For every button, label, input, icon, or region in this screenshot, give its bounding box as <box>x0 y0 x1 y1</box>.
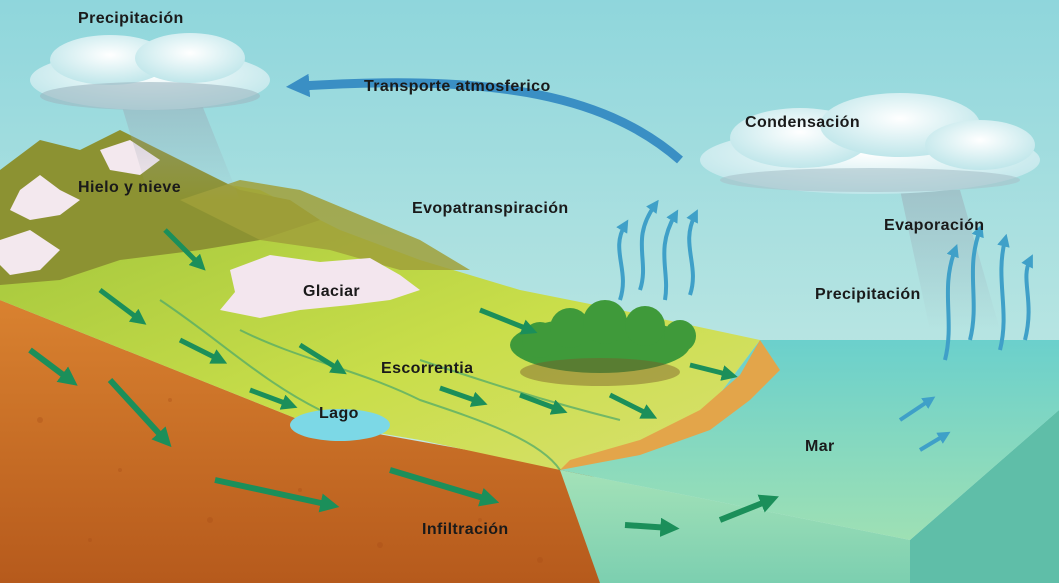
label-infiltracion: Infiltración <box>422 521 509 539</box>
label-precipitacion-right: Precipitación <box>815 286 921 304</box>
label-glaciar: Glaciar <box>303 283 360 301</box>
label-transporte-atmosferico: Transporte atmosferico <box>364 78 551 96</box>
cloud-left <box>30 33 270 110</box>
label-evopatranspiracion: Evopatranspiración <box>412 200 569 218</box>
label-lago: Lago <box>319 405 359 423</box>
label-escorrentia: Escorrentia <box>381 360 473 378</box>
label-precipitacion-left: Precipitación <box>78 10 184 28</box>
label-evaporacion: Evaporación <box>884 217 984 235</box>
label-hielo-nieve: Hielo y nieve <box>78 179 181 197</box>
label-condensacion: Condensación <box>745 114 860 132</box>
label-mar: Mar <box>805 438 835 456</box>
